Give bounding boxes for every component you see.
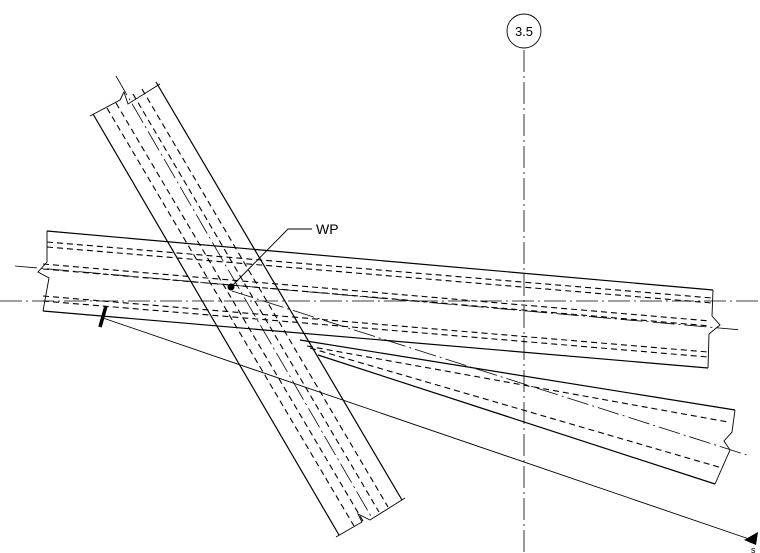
beam-hidden-line xyxy=(46,246,713,304)
beam-break-mark-right xyxy=(707,289,721,369)
beam-hidden-line xyxy=(42,295,709,353)
diagonal-brace xyxy=(89,75,406,538)
brace-center-line xyxy=(115,75,373,519)
beam-top-flange xyxy=(46,230,714,291)
sloped-member-hidden-line xyxy=(306,345,729,423)
beam-hidden-line xyxy=(42,263,711,322)
lower-sloped-member xyxy=(231,290,751,485)
grid-label: 3.5 xyxy=(515,24,533,39)
brace-hidden-line xyxy=(132,93,380,513)
brace-edge-left xyxy=(92,113,340,536)
beam-break-mark-left xyxy=(37,231,50,312)
sloped-member-bottom-edge xyxy=(317,354,716,485)
corner-mark: s xyxy=(751,545,756,553)
beam-center-line xyxy=(14,265,743,331)
beam-bottom-flange xyxy=(42,310,709,369)
sloped-member-top-edge xyxy=(299,339,736,411)
brace-edge-right xyxy=(155,81,403,501)
brace-hidden-line xyxy=(115,102,364,522)
sloped-member-hidden-line xyxy=(309,347,723,469)
horizontal-beam xyxy=(14,230,743,369)
sloped-member-break-mark xyxy=(714,409,736,485)
dimension-tick xyxy=(98,305,108,328)
section-arrow-icon xyxy=(744,532,758,545)
brace-hidden-line xyxy=(141,88,389,508)
dimension-line: s xyxy=(98,305,758,553)
work-point-leader xyxy=(230,228,312,288)
brace-break-mark-bottom xyxy=(335,497,406,538)
work-point: WP xyxy=(227,221,339,291)
beam-hidden-line xyxy=(46,241,713,299)
brace-hidden-line xyxy=(106,107,355,527)
brace-break-mark-top xyxy=(89,83,161,117)
grid-bubble-circle xyxy=(506,13,542,49)
sloped-member-center-line xyxy=(231,290,751,457)
grid-bubble: 3.5 xyxy=(506,13,542,49)
beam-hidden-line xyxy=(42,300,709,358)
dimension-extension xyxy=(102,317,753,541)
work-point-label: WP xyxy=(316,221,339,237)
